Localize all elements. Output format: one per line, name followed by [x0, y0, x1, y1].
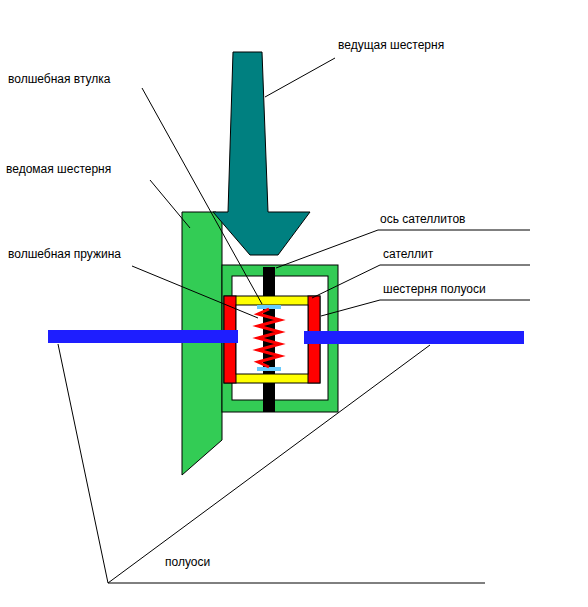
part-label: полуоси — [165, 555, 210, 569]
part-label: волшебная втулка — [8, 72, 111, 86]
part-label: ведущая шестерня — [338, 38, 444, 52]
part-label: шестерня полуоси — [383, 282, 486, 296]
half-axle-right — [304, 331, 524, 344]
drive-pinion — [213, 52, 310, 255]
part-label: ведомая шестерня — [6, 162, 111, 176]
driven-gear — [182, 212, 222, 475]
half-axle-left — [48, 330, 238, 343]
leader-lines — [58, 58, 530, 583]
magic-bushing — [257, 305, 281, 309]
inner-space — [236, 305, 308, 374]
magic-spring — [258, 309, 280, 367]
part-label: ось сателлитов — [380, 212, 465, 226]
magic-bushing — [257, 367, 281, 371]
part-label: волшебная пружина — [8, 247, 121, 261]
part-label: сателлит — [383, 247, 433, 261]
